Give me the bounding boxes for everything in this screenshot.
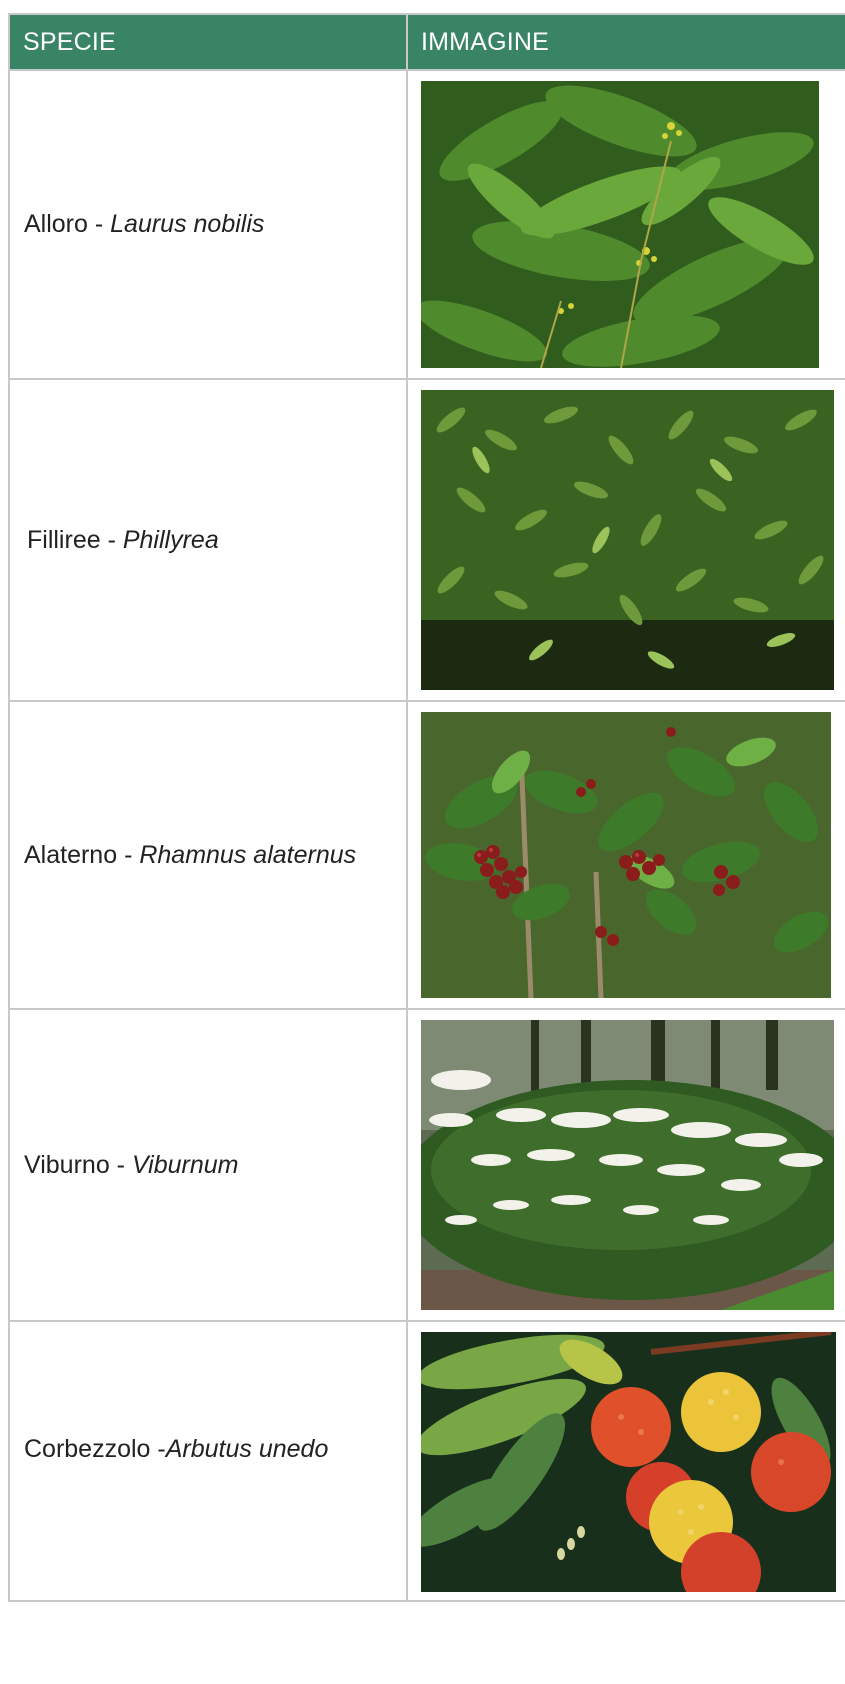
- species-name-cell: Viburno - Viburnum: [8, 1008, 408, 1322]
- species-name-cell: Corbezzolo -Arbutus unedo: [8, 1320, 408, 1602]
- viburnum-bush-photo: [421, 1020, 834, 1310]
- common-name: Alloro: [24, 210, 88, 238]
- latin-name: Rhamnus alaternus: [139, 840, 357, 869]
- latin-name: Laurus nobilis: [110, 210, 265, 238]
- header-species: SPECIE: [8, 13, 408, 71]
- table-row: Corbezzolo -Arbutus unedo: [8, 1320, 845, 1602]
- species-table: SPECIE IMMAGINE Alloro - Laurus nobilis: [8, 13, 845, 1602]
- species-image-cell: [406, 700, 845, 1010]
- laurel-leaves-photo: [421, 81, 819, 368]
- common-name: Filliree: [27, 525, 101, 554]
- latin-name: Viburnum: [131, 1150, 239, 1179]
- latin-name: Arbutus unedo: [165, 1435, 329, 1463]
- table-header-row: SPECIE IMMAGINE: [8, 13, 845, 71]
- common-name: Corbezzolo: [24, 1435, 151, 1463]
- common-name: Alaterno: [24, 840, 118, 869]
- species-name-cell: Filliree - Phillyrea: [8, 378, 408, 702]
- table-row: Filliree - Phillyrea: [8, 378, 845, 702]
- name-separator: -: [109, 1150, 132, 1179]
- name-separator: -: [87, 210, 111, 238]
- common-name: Viburno: [24, 1150, 110, 1179]
- latin-name: Phillyrea: [122, 525, 219, 554]
- table-row: Alaterno - Rhamnus alaternus: [8, 700, 845, 1010]
- name-separator: -: [100, 525, 123, 554]
- species-name-cell: Alloro - Laurus nobilis: [8, 69, 408, 380]
- name-separator: -: [117, 840, 140, 869]
- species-name-cell: Alaterno - Rhamnus alaternus: [8, 700, 408, 1010]
- species-image-cell: [406, 1008, 845, 1322]
- strawberry-tree-fruit-photo: [421, 1332, 836, 1592]
- table-row: Viburno - Viburnum: [8, 1008, 845, 1322]
- header-image: IMMAGINE: [406, 13, 845, 71]
- alaternus-berries-photo: [421, 712, 831, 998]
- species-image-cell: [406, 69, 845, 380]
- phillyrea-shrub-photo: [421, 390, 834, 690]
- table-row: Alloro - Laurus nobilis: [8, 69, 845, 380]
- name-separator: -: [150, 1435, 166, 1463]
- species-image-cell: [406, 1320, 845, 1602]
- species-image-cell: [406, 378, 845, 702]
